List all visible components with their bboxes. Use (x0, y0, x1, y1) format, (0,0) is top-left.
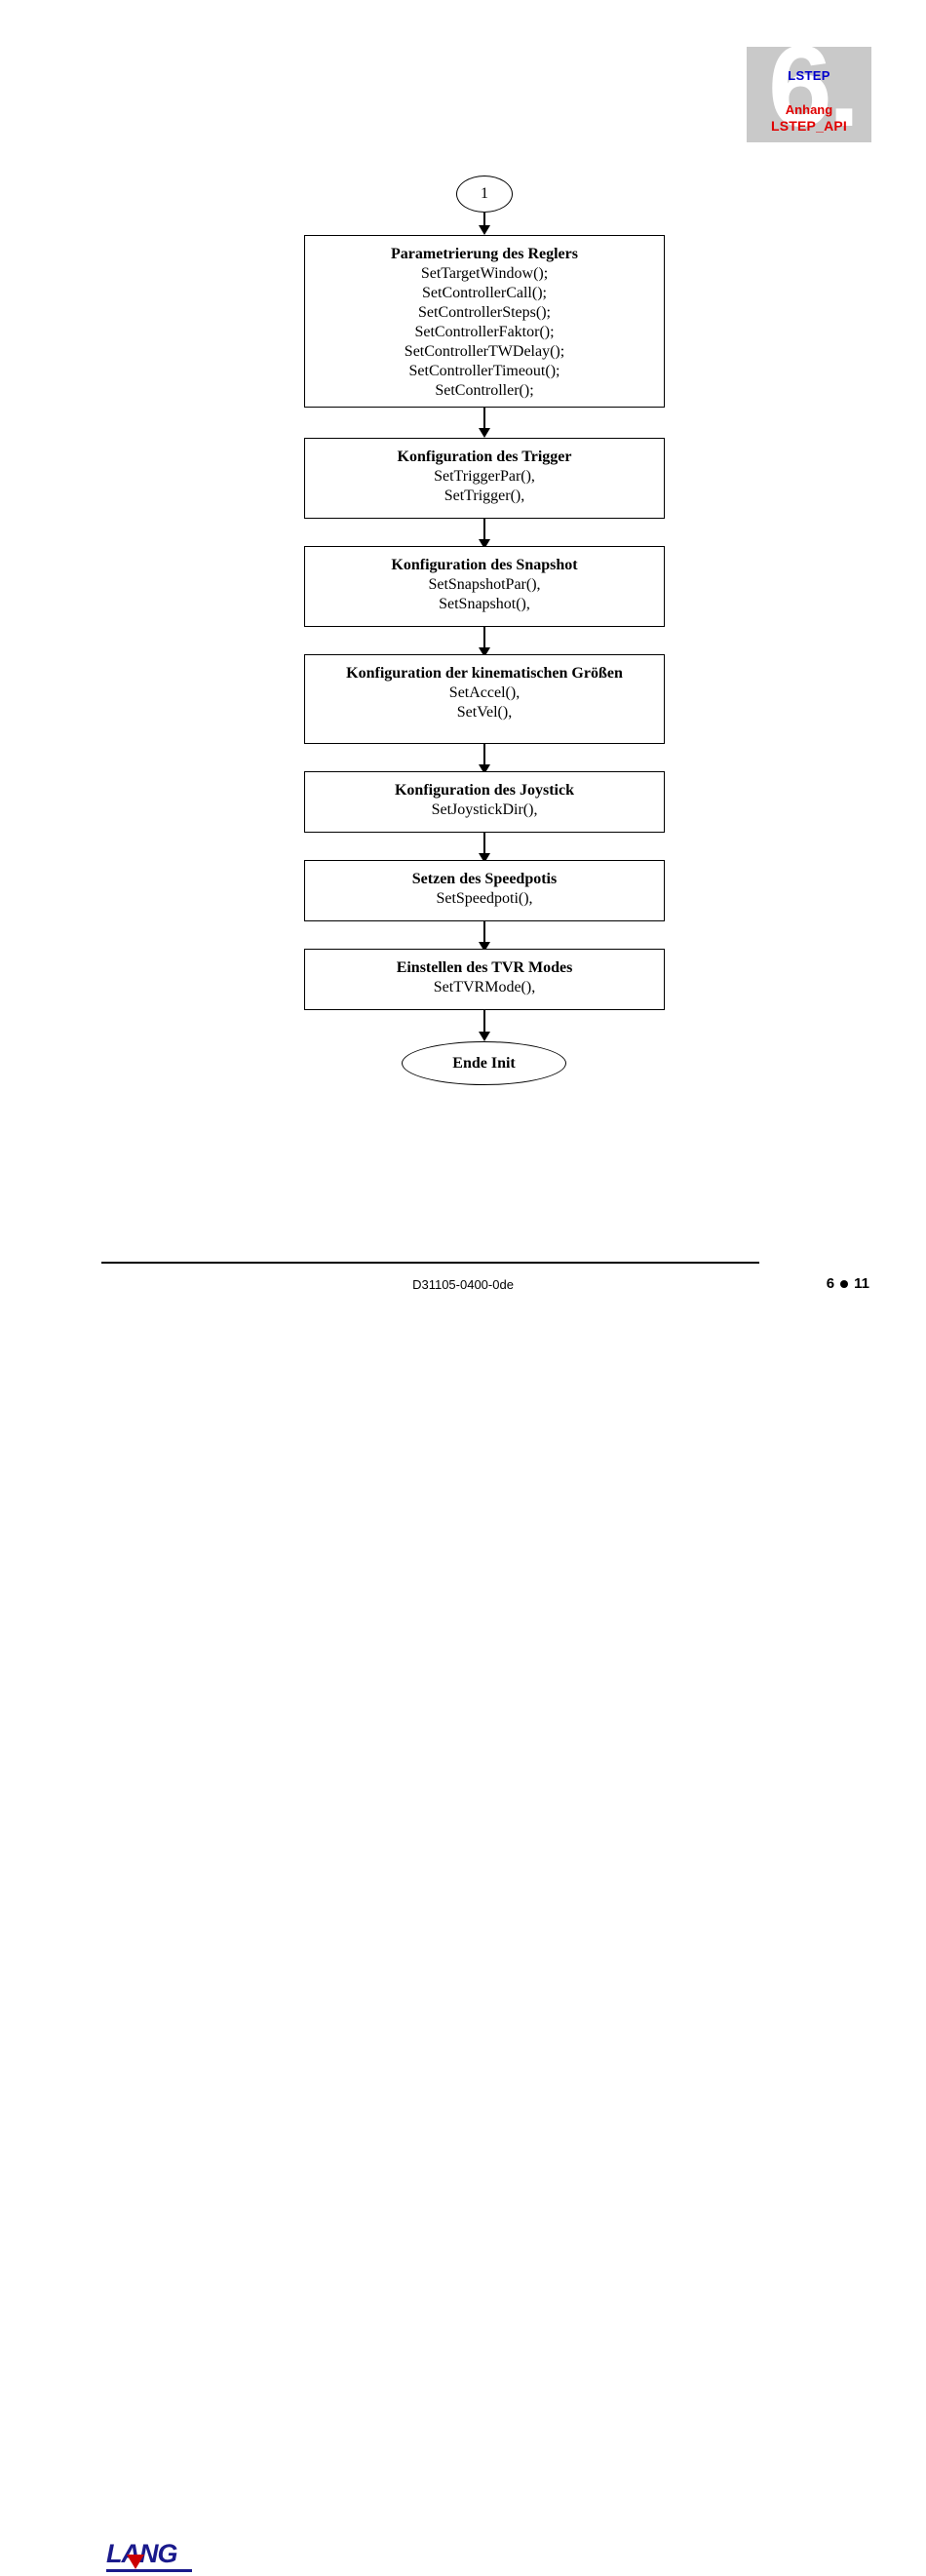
flow-box-line: SetSnapshotPar(), (428, 576, 541, 593)
flow-arrow-6 (479, 921, 490, 952)
flow-start-connector-label: 1 (481, 185, 488, 202)
flow-box-parametrierung-des-reglers: Parametrierung des Reglers SetTargetWind… (304, 235, 665, 408)
flow-box-line: SetControllerCall(); (422, 285, 547, 301)
flow-arrow-5 (479, 833, 490, 863)
product-name-label: LSTEP (788, 68, 830, 83)
flow-box-line: SetSnapshot(), (439, 596, 530, 612)
flow-arrow-3 (479, 627, 490, 657)
appendix-label: Anhang (785, 102, 833, 117)
chapter-number-watermark: 6. (768, 47, 860, 142)
flow-box-einstellen-des-tvr-modes: Einstellen des TVR Modes SetTVRMode(), (304, 949, 665, 1010)
flow-arrow-4 (479, 744, 490, 774)
flow-arrow-7 (479, 1010, 490, 1041)
lang-logo: LANG (106, 2541, 194, 2576)
flow-arrow-1 (479, 408, 490, 438)
flow-box-title: Konfiguration des Joystick (394, 782, 574, 799)
flow-box-line: SetTVRMode(), (433, 979, 536, 995)
flow-end-node: Ende Init (402, 1041, 566, 1085)
flow-box-title: Einstellen des TVR Modes (396, 959, 573, 976)
flow-box-title: Setzen des Speedpotis (411, 871, 558, 887)
lang-logo-triangle-icon (127, 2555, 144, 2569)
flow-box-line: SetControllerSteps(); (418, 304, 551, 321)
flow-box-konfiguration-des-trigger: Konfiguration des Trigger SetTriggerPar(… (304, 438, 665, 519)
appendix-name-label: LSTEP_API (770, 118, 848, 134)
flow-box-line: SetControllerFaktor(); (414, 324, 555, 340)
page-footer: LANG (0, 1268, 926, 2572)
flow-box-title: Parametrierung des Reglers (391, 246, 578, 262)
flow-box-line: SetSpeedpoti(), (436, 890, 533, 907)
lang-logo-underline (106, 2569, 192, 2572)
footer-separator-dot-icon (840, 1279, 849, 1288)
flow-box-title: Konfiguration des Trigger (397, 449, 572, 465)
flow-box-setzen-des-speedpotis: Setzen des Speedpotis SetSpeedpoti(), (304, 860, 665, 921)
flow-arrow-2 (479, 519, 490, 549)
flow-box-konfiguration-des-snapshot: Konfiguration des Snapshot SetSnapshotPa… (304, 546, 665, 627)
init-flowchart: 1 Parametrierung des Reglers SetTargetWi… (0, 0, 926, 1131)
footer-page-index: 11 (854, 1275, 869, 1292)
flow-box-konfiguration-der-kinematischen-groessen: Konfiguration der kinematischen Größen S… (304, 654, 665, 744)
flow-box-line: SetVel(), (456, 704, 513, 721)
flow-box-line: SetControllerTWDelay(); (404, 343, 565, 360)
flow-box-konfiguration-des-joystick: Konfiguration des Joystick SetJoystickDi… (304, 771, 665, 833)
footer-chapter-number: 6 (826, 1275, 835, 1292)
flow-box-title: Konfiguration des Snapshot (391, 557, 578, 573)
footer-page-number: 6 11 (827, 1275, 869, 1292)
flow-box-line: SetTrigger(), (444, 488, 525, 504)
flow-box-title: Konfiguration der kinematischen Größen (346, 665, 623, 682)
flow-start-connector: 1 (456, 176, 513, 213)
flow-arrow-0 (479, 213, 490, 235)
flow-box-line: SetAccel(), (448, 684, 521, 701)
chapter-header-badge: 6. LSTEP Anhang LSTEP_API (747, 47, 871, 142)
flow-box-line: SetJoystickDir(), (431, 801, 538, 818)
flow-box-line: SetController(); (435, 382, 534, 399)
flow-end-node-label: Ende Init (452, 1054, 516, 1072)
flow-box-line: SetTriggerPar(), (434, 468, 535, 485)
flow-box-line: SetControllerTimeout(); (408, 363, 560, 379)
flow-box-line: SetTargetWindow(); (420, 265, 549, 282)
footer-document-id: D31105-0400-0de (412, 1277, 514, 1292)
footer-divider (101, 1262, 759, 1264)
